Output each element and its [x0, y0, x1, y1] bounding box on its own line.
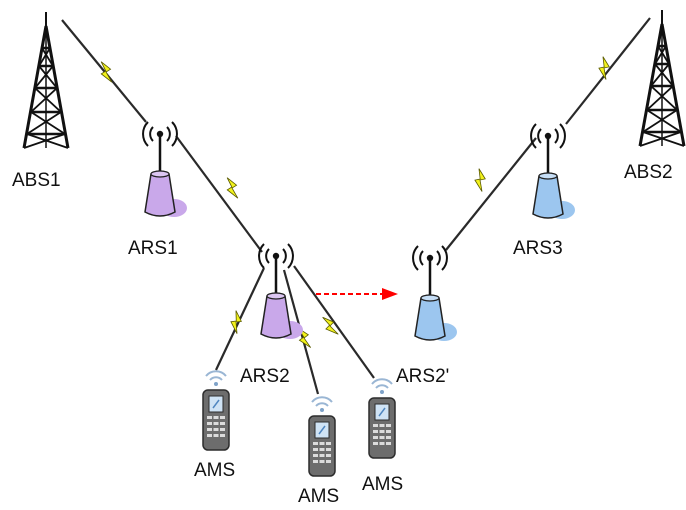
relay-station-icon [411, 244, 459, 343]
ars3-label: ARS3 [513, 238, 563, 259]
lightning-icon [472, 167, 488, 193]
base-station-tower-icon [638, 8, 686, 148]
base-station-tower-icon [22, 10, 70, 150]
link-ars3-ars2prime [445, 137, 537, 251]
abs2-label: ABS2 [624, 162, 673, 183]
link-abs1-ars1 [61, 19, 147, 123]
ams-middle-label: AMS [298, 486, 340, 507]
lightning-icon [224, 175, 240, 201]
lightning-icon [98, 59, 114, 85]
relay-station-icon [529, 122, 577, 221]
ars2-prime-label: ARS2' [396, 366, 450, 387]
mobile-phone-icon [308, 396, 336, 477]
mobile-phone-icon [368, 378, 396, 459]
ams-left-label: AMS [194, 460, 236, 481]
mobile-phone-icon [202, 370, 230, 451]
ams-right-label: AMS [362, 474, 404, 495]
ars2-label: ARS2 [240, 366, 290, 387]
lightning-icon [596, 55, 612, 81]
link-ars1-ars2 [175, 135, 263, 253]
abs1-label: ABS1 [12, 170, 61, 191]
relocation-arrow [316, 288, 398, 300]
link-abs2-ars3 [565, 17, 651, 125]
ars1-label: ARS1 [128, 238, 178, 259]
relay-station-icon [257, 242, 305, 341]
relay-station-icon [141, 120, 189, 219]
